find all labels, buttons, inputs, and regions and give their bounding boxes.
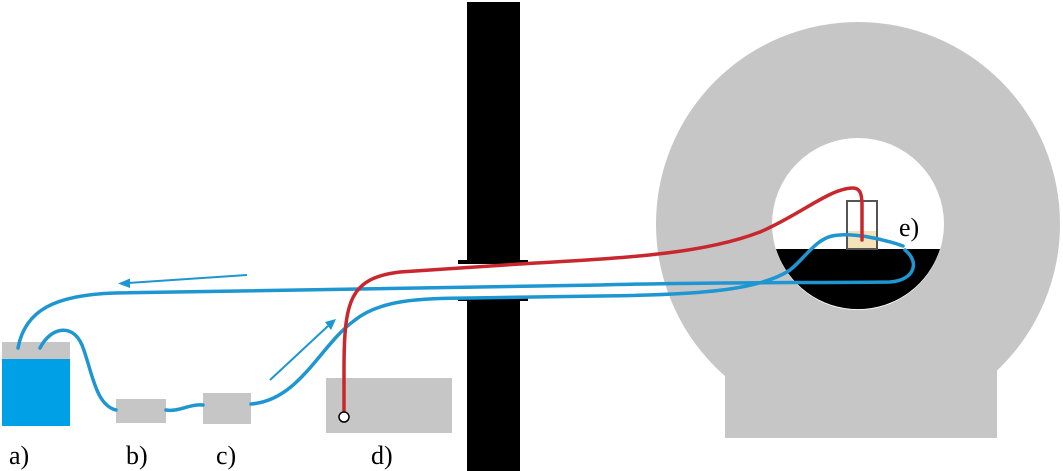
- reservoir: [2, 342, 70, 426]
- reservoir-top: [2, 342, 70, 359]
- supply-tube-bc: [164, 403, 205, 413]
- flow-arrow-return-head: [118, 278, 130, 288]
- wall-flange-upper: [458, 260, 528, 264]
- scanner-gantry: [656, 22, 1060, 438]
- flow-arrow-return-line: [127, 274, 248, 284]
- component-b: [116, 399, 166, 423]
- label-a: a): [9, 441, 29, 470]
- blue-tubing: [16, 232, 916, 413]
- flow-arrow-supply: [269, 319, 336, 381]
- supply-tube-c-scanner: [249, 232, 905, 406]
- label-d: d): [371, 441, 393, 470]
- flow-arrow-supply-head: [325, 319, 336, 330]
- component-d: [326, 378, 452, 433]
- supply-tube-ab: [38, 328, 118, 412]
- return-tube: [16, 248, 916, 350]
- wall-lower: [467, 299, 520, 471]
- shielding-wall: [458, 2, 528, 471]
- flow-arrow-return: [118, 274, 248, 288]
- patient-table: [776, 249, 940, 310]
- reservoir-water: [2, 359, 70, 426]
- label-c: c): [216, 441, 236, 470]
- flow-arrow-supply-line: [269, 325, 329, 381]
- component-c: [203, 393, 251, 424]
- label-b: b): [126, 441, 148, 470]
- label-e: e): [899, 213, 919, 242]
- sensor-connector: [338, 411, 350, 423]
- wall-upper: [467, 2, 520, 262]
- sensor-line: [342, 186, 864, 414]
